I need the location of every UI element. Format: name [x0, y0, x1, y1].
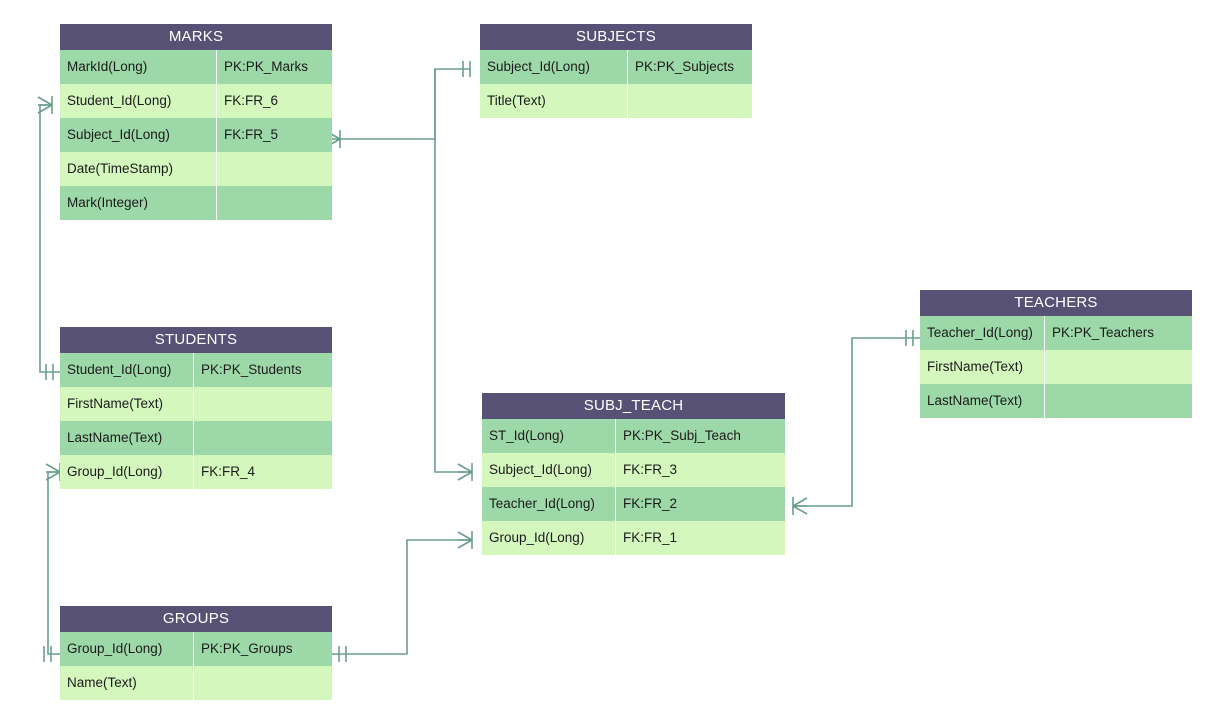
attribute-name: Group_Id(Long) [60, 455, 194, 489]
attribute-key: PK:PK_Teachers [1052, 325, 1155, 340]
attribute-row[interactable]: MarkId(Long) PK:PK_Marks [60, 50, 332, 84]
attribute-key: FK:FR_4 [201, 464, 256, 479]
attribute-name: LastName(Text) [60, 421, 194, 455]
attribute-key: PK:PK_Groups [201, 641, 293, 656]
attribute-name: ST_Id(Long) [482, 419, 616, 453]
attribute-name: Teacher_Id(Long) [920, 316, 1045, 350]
attribute-name: Group_Id(Long) [60, 632, 194, 666]
attribute-row[interactable]: LastName(Text) [920, 384, 1192, 418]
entity-title-groups: GROUPS [60, 606, 332, 632]
attribute-key [194, 666, 332, 700]
attribute-row[interactable]: Student_Id(Long) PK:PK_Students [60, 353, 332, 387]
attribute-key: PK:PK_Subjects [635, 59, 735, 74]
attribute-name: Date(TimeStamp) [60, 152, 217, 186]
entity-title-subjects: SUBJECTS [480, 24, 752, 50]
attribute-key [1045, 350, 1192, 384]
attribute-name: FirstName(Text) [60, 387, 194, 421]
attribute-row[interactable]: Teacher_Id(Long) PK:PK_Teachers [920, 316, 1192, 350]
attribute-name: Group_Id(Long) [482, 521, 616, 555]
attribute-name: LastName(Text) [920, 384, 1045, 418]
attribute-row[interactable]: Subject_Id(Long) FK:FR_3 [482, 453, 785, 487]
connector-fr-5 [325, 61, 471, 148]
attribute-name: Subject_Id(Long) [482, 453, 616, 487]
attribute-name: Student_Id(Long) [60, 84, 217, 118]
attribute-row[interactable]: Mark(Integer) [60, 186, 332, 220]
entity-title-teachers: TEACHERS [920, 290, 1192, 316]
attribute-row[interactable]: Title(Text) [480, 84, 752, 118]
attribute-row[interactable]: FirstName(Text) [920, 350, 1192, 384]
attribute-row[interactable]: Student_Id(Long) FK:FR_6 [60, 84, 332, 118]
attribute-row[interactable]: Subject_Id(Long) FK:FR_5 [60, 118, 332, 152]
attribute-key: PK:PK_Subj_Teach [623, 428, 741, 443]
entity-title-subj_teach: SUBJ_TEACH [482, 393, 785, 419]
connector-fr-3 [434, 69, 473, 481]
attribute-name: MarkId(Long) [60, 50, 217, 84]
attribute-key [1045, 384, 1192, 418]
attribute-name: FirstName(Text) [920, 350, 1045, 384]
attribute-row[interactable]: Group_Id(Long) FK:FR_4 [60, 455, 332, 489]
attribute-row[interactable]: Name(Text) [60, 666, 332, 700]
connector-fr-4 [43, 463, 61, 662]
attribute-row[interactable]: Subject_Id(Long) PK:PK_Subjects [480, 50, 752, 84]
entity-title-marks: MARKS [60, 24, 332, 50]
attribute-key: PK:PK_Marks [224, 59, 309, 74]
connector-fr-6 [37, 96, 60, 380]
attribute-name: Subject_Id(Long) [60, 118, 217, 152]
connector-fr-1 [332, 531, 473, 662]
attribute-key: FK:FR_2 [623, 496, 678, 511]
connector-fr-2 [792, 330, 920, 515]
attribute-row[interactable]: FirstName(Text) [60, 387, 332, 421]
attribute-key [194, 421, 332, 455]
attribute-row[interactable]: ST_Id(Long) PK:PK_Subj_Teach [482, 419, 785, 453]
attribute-key: FK:FR_3 [623, 462, 678, 477]
attribute-name: Title(Text) [480, 84, 628, 118]
attribute-name: Student_Id(Long) [60, 353, 194, 387]
attribute-key: FK:FR_1 [623, 530, 678, 545]
attribute-key: FK:FR_5 [224, 127, 279, 142]
entity-title-students: STUDENTS [60, 327, 332, 353]
attribute-row[interactable]: Group_Id(Long) FK:FR_1 [482, 521, 785, 555]
attribute-row[interactable]: Group_Id(Long) PK:PK_Groups [60, 632, 332, 666]
attribute-key [217, 186, 332, 220]
attribute-row[interactable]: Date(TimeStamp) [60, 152, 332, 186]
attribute-key [628, 84, 752, 118]
attribute-key [194, 387, 332, 421]
attribute-name: Teacher_Id(Long) [482, 487, 616, 521]
attribute-key: FK:FR_6 [224, 93, 279, 108]
attribute-key [217, 152, 332, 186]
attribute-name: Name(Text) [60, 666, 194, 700]
attribute-name: Subject_Id(Long) [480, 50, 628, 84]
attribute-name: Mark(Integer) [60, 186, 217, 220]
attribute-row[interactable]: Teacher_Id(Long) FK:FR_2 [482, 487, 785, 521]
attribute-key: PK:PK_Students [201, 362, 302, 377]
attribute-row[interactable]: LastName(Text) [60, 421, 332, 455]
